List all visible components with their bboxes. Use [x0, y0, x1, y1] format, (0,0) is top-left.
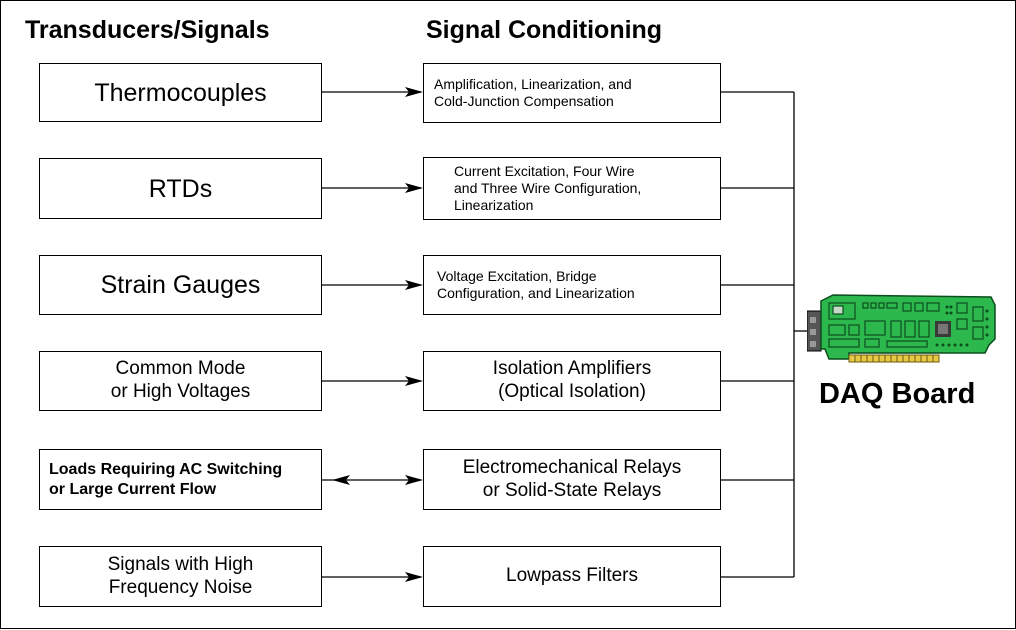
conditioning-heading: Signal Conditioning: [426, 16, 663, 44]
conditioning-box-isolation: Isolation Amplifiers (Optical Isolation): [423, 351, 721, 411]
arrowhead-3: [405, 280, 423, 290]
transducer-label: RTDs: [148, 174, 213, 203]
transducer-label-line-2: Frequency Noise: [108, 576, 253, 598]
conditioning-box-lowpass: Lowpass Filters: [423, 546, 721, 607]
conditioning-label-line-1: Voltage Excitation, Bridge: [437, 268, 597, 285]
conditioning-label-line-1: Isolation Amplifiers: [492, 358, 652, 380]
transducer-box-high-voltages: Common Mode or High Voltages: [39, 351, 322, 411]
transducer-box-noise: Signals with High Frequency Noise: [39, 546, 322, 607]
transducer-label-line-1: Loads Requiring AC Switching: [49, 461, 283, 479]
transducer-label-line-1: Signals with High: [107, 553, 254, 575]
transducers-heading: Transducers/Signals: [25, 16, 270, 44]
arrowhead-6: [405, 572, 423, 582]
conditioning-label: Lowpass Filters: [506, 565, 638, 587]
conditioning-label-line-1: Electromechanical Relays: [462, 456, 682, 478]
conditioning-label-line-2: Cold-Junction Compensation: [434, 93, 614, 109]
daq-board-label: DAQ Board: [819, 378, 976, 410]
arrowhead-2: [405, 183, 423, 193]
conditioning-label-line-2: (Optical Isolation): [498, 381, 646, 402]
conditioning-label-line-3: Linearization: [454, 196, 534, 213]
conditioning-label-line-2: and Three Wire Configuration,: [454, 180, 642, 197]
transducer-box-rtds: RTDs: [39, 158, 322, 219]
conditioning-label-line-2: or Solid-State Relays: [482, 479, 662, 501]
transducer-label: Strain Gauges: [100, 271, 261, 299]
conditioning-box-excitation: Current Excitation, Four Wire and Three …: [423, 157, 721, 220]
transducer-label-line-1: Common Mode: [115, 358, 246, 380]
circuit-board-icon: [807, 294, 996, 363]
arrowhead-4: [405, 376, 423, 386]
arrowhead-5-left: [332, 475, 350, 485]
conditioning-box-amplification: Amplification, Linearization, and Cold-J…: [423, 63, 721, 123]
arrowhead-5-right: [405, 475, 423, 485]
arrowhead-1: [405, 87, 423, 97]
conditioning-box-relays: Electromechanical Relays or Solid-State …: [423, 449, 721, 510]
transducer-box-strain-gauges: Strain Gauges: [39, 255, 322, 315]
transducer-box-thermocouples: Thermocouples: [39, 63, 322, 122]
transducer-label: Thermocouples: [94, 78, 267, 107]
transducer-box-ac-loads: Loads Requiring AC Switching or Large Cu…: [39, 449, 322, 510]
conditioning-box-bridge: Voltage Excitation, Bridge Configuration…: [423, 255, 721, 315]
transducer-label-line-2: or High Voltages: [110, 381, 251, 402]
conditioning-label-line-2: Configuration, and Linearization: [437, 285, 635, 301]
transducer-label-line-2: or Large Current Flow: [49, 480, 217, 498]
conditioning-label-line-1: Amplification, Linearization, and: [434, 76, 632, 93]
conditioning-label-line-1: Current Excitation, Four Wire: [454, 163, 635, 180]
